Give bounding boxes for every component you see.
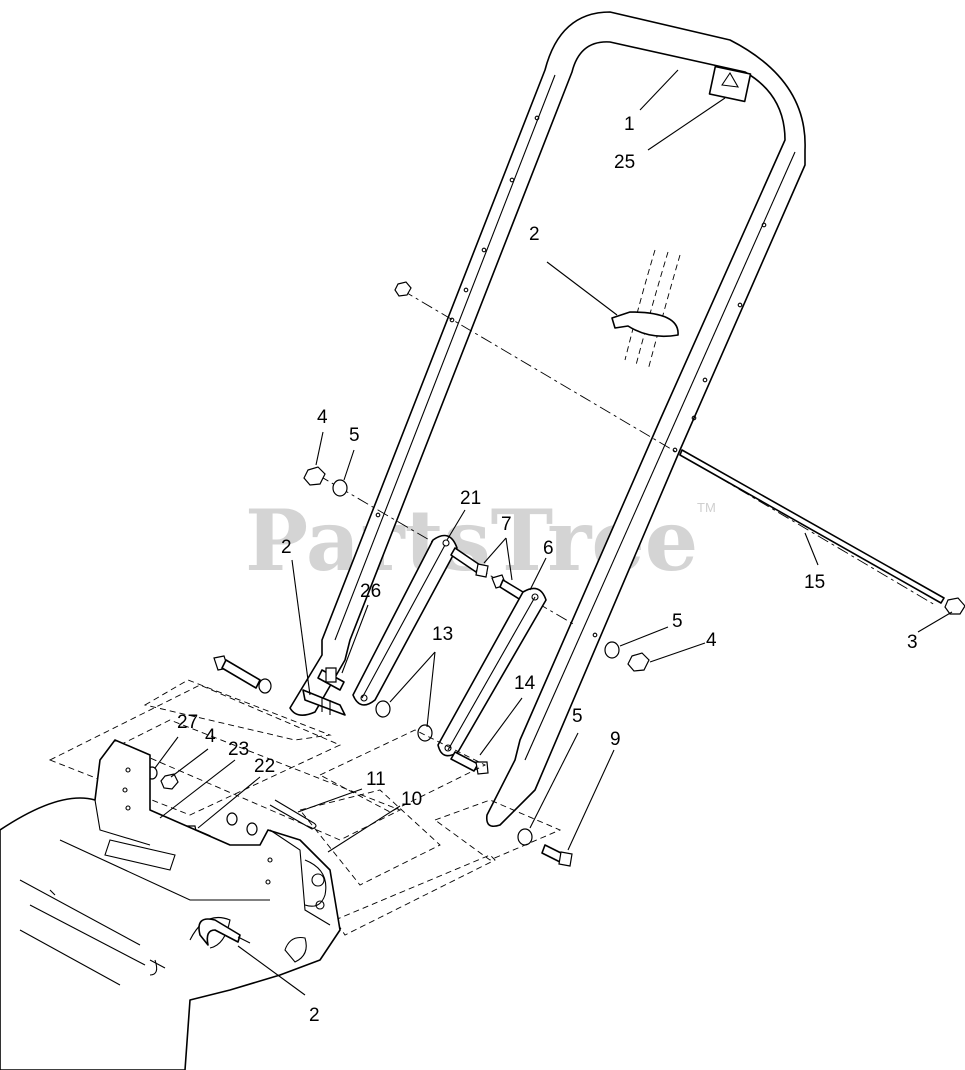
callout-9: 9 bbox=[610, 729, 621, 750]
callout-4-left: 4 bbox=[317, 407, 328, 428]
pin-26 bbox=[317, 667, 345, 691]
washer-5-right bbox=[604, 641, 620, 659]
washer-lower-b bbox=[246, 822, 258, 836]
link-21 bbox=[352, 534, 458, 706]
callout-5-lower: 5 bbox=[572, 706, 583, 727]
bolt-left bbox=[213, 655, 272, 694]
callout-5-right: 5 bbox=[672, 611, 683, 632]
callout-labels: 1 25 2 4 5 21 7 6 2 26 13 15 5 4 3 14 27… bbox=[177, 114, 918, 1026]
callout-22: 22 bbox=[254, 756, 275, 777]
bolt-14 bbox=[450, 751, 489, 775]
mower-frame bbox=[0, 739, 341, 1070]
callout-4-right: 4 bbox=[706, 630, 717, 651]
washer-13-left bbox=[375, 700, 391, 718]
callout-10: 10 bbox=[401, 789, 422, 810]
washer-5-lower bbox=[517, 828, 533, 846]
nut-4-right bbox=[627, 652, 650, 672]
bolt-7-upper bbox=[450, 547, 489, 578]
bolt-9 bbox=[541, 844, 573, 867]
callout-5-left: 5 bbox=[349, 425, 360, 446]
outline-plate-a bbox=[143, 679, 332, 741]
nut-4-lower bbox=[160, 773, 179, 790]
callout-4-lower: 4 bbox=[205, 726, 216, 747]
washer-lower-a bbox=[226, 812, 238, 826]
callout-25: 25 bbox=[614, 152, 635, 173]
callout-15: 15 bbox=[804, 572, 825, 593]
callout-7: 7 bbox=[501, 514, 512, 535]
hairpin-11 bbox=[269, 799, 317, 830]
outline-plate-e bbox=[299, 789, 441, 886]
callout-3: 3 bbox=[907, 632, 918, 653]
outline-plate-d bbox=[318, 729, 487, 813]
nut-3 bbox=[944, 597, 965, 615]
outline-plate-c bbox=[118, 719, 402, 841]
callout-14: 14 bbox=[514, 673, 536, 694]
clip-2-lower bbox=[198, 918, 251, 946]
centerline-upper bbox=[401, 289, 936, 606]
callout-1: 1 bbox=[624, 114, 635, 135]
rod-15 bbox=[679, 449, 965, 615]
outline-plate-g bbox=[334, 854, 496, 936]
leader-lines bbox=[154, 69, 953, 996]
washer-5-left bbox=[332, 479, 348, 497]
callout-2-lower: 2 bbox=[309, 1005, 320, 1026]
handle-frame bbox=[289, 11, 806, 828]
callout-21: 21 bbox=[460, 488, 481, 509]
callout-2-upper: 2 bbox=[529, 224, 540, 245]
callout-6: 6 bbox=[543, 538, 554, 559]
cable-clip-upper bbox=[611, 249, 681, 371]
decal-25 bbox=[708, 65, 752, 103]
callout-23: 23 bbox=[228, 739, 249, 760]
outline-plate-f bbox=[434, 799, 562, 861]
callout-2-mid: 2 bbox=[281, 537, 292, 558]
callout-13: 13 bbox=[432, 624, 453, 645]
callout-27: 27 bbox=[177, 712, 198, 733]
callout-26: 26 bbox=[360, 581, 381, 602]
nut-upper bbox=[394, 281, 412, 297]
watermark-trademark: TM bbox=[697, 500, 716, 515]
clip-2-left bbox=[302, 689, 346, 716]
callout-11: 11 bbox=[366, 769, 386, 790]
nut-4-left bbox=[303, 466, 326, 486]
